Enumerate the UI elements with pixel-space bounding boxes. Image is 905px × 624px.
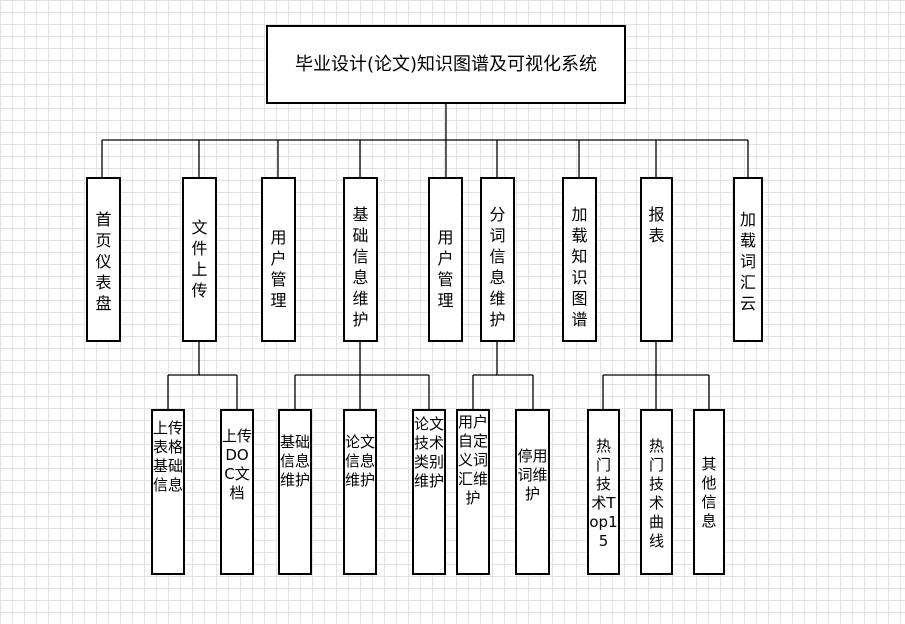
submodule-label: 停用词维护 [517,447,548,503]
submodule-node-hot-tech-curve: 热门技术曲线 [640,409,673,575]
submodule-label: 论文信息维护 [345,433,376,489]
submodule-label: 热门技术Top15 [589,437,618,550]
module-label: 文件上传 [191,218,208,300]
submodule-node-upload-doc: 上传DOC文档 [220,409,254,575]
submodule-label: 上传DOC文档 [222,427,253,502]
module-node-load-knowledge-graph: 加载知识图谱 [562,177,597,342]
submodule-node-upload-table: 上传表格基础信息 [151,409,185,575]
submodule-node-hot-tech-top15: 热门技术Top15 [587,409,620,575]
submodule-label: 论文技术类别维护 [414,415,445,490]
submodule-label: 用户自定义词汇维护 [458,413,489,507]
submodule-node-user-vocabulary: 用户自定义词汇维护 [456,409,490,575]
submodule-label: 上传表格基础信息 [153,419,184,494]
submodule-node-thesis-tech-category: 论文技术类别维护 [412,409,446,575]
module-node-user-management: 用户管理 [261,177,296,342]
submodule-node-basic-info-maint: 基础信息维护 [278,409,312,575]
submodule-label: 其他信息 [701,455,717,530]
module-node-file-upload: 文件上传 [182,177,217,342]
module-label: 用户管理 [270,228,287,310]
submodule-node-thesis-info-maint: 论文信息维护 [343,409,377,575]
submodule-label: 热门技术曲线 [648,437,664,550]
module-label: 分词信息维护 [489,205,506,329]
module-node-dashboard: 首页仪表盘 [86,177,121,342]
module-label: 用户管理 [437,228,454,310]
module-label: 加载知识图谱 [571,205,588,329]
module-node-report: 报表 [640,177,673,342]
module-label: 加载词汇云 [739,210,756,313]
module-node-segmentation: 分词信息维护 [480,177,515,342]
module-node-word-cloud: 加载词汇云 [733,177,763,342]
submodule-label: 基础信息维护 [280,433,311,489]
module-node-basic-info: 基础信息维护 [343,177,378,342]
submodule-node-stopword: 停用词维护 [515,409,550,575]
root-node: 毕业设计(论文)知识图谱及可视化系统 [266,25,626,104]
module-label: 报表 [648,205,665,245]
root-node-label: 毕业设计(论文)知识图谱及可视化系统 [294,53,598,75]
module-label: 基础信息维护 [352,205,369,329]
submodule-node-other-info: 其他信息 [693,409,725,575]
module-node-user-management-2: 用户管理 [428,177,463,342]
module-label: 首页仪表盘 [95,210,112,313]
